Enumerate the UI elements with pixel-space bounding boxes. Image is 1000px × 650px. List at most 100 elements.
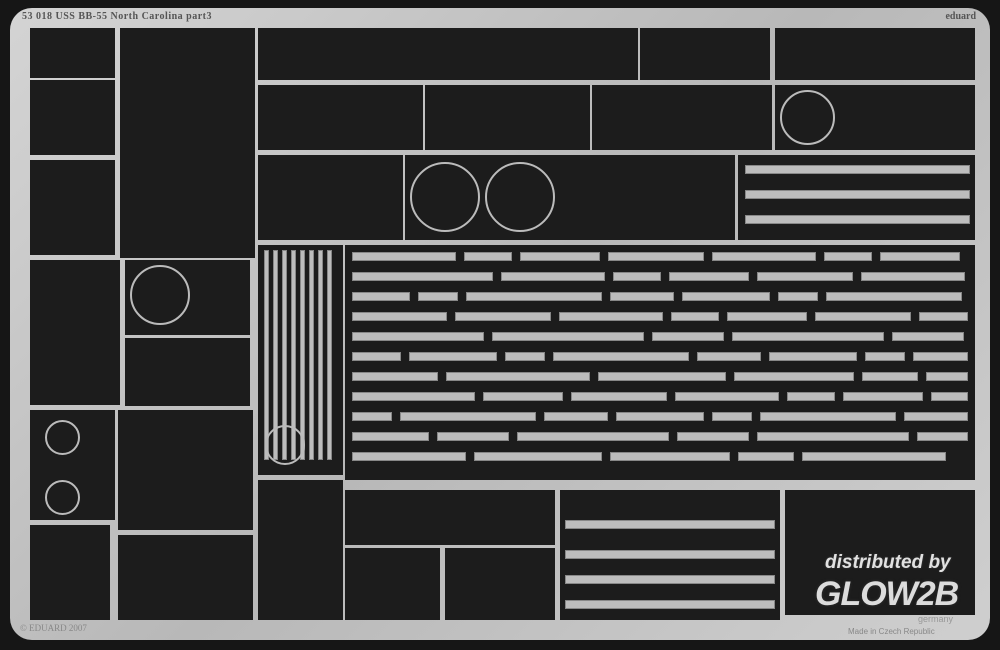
railing-part: [931, 392, 968, 401]
railing-part: [738, 452, 794, 461]
railing-part: [712, 412, 752, 421]
parts-panel: [345, 490, 555, 545]
round-part: [45, 480, 80, 515]
round-part: [265, 425, 305, 465]
watermark-country: germany: [918, 614, 954, 624]
watermark-logo: GLOW2B: [815, 575, 959, 613]
railing-part: [464, 252, 512, 261]
parts-panel: [258, 85, 423, 150]
railing-part: [455, 312, 551, 321]
brand-label: eduard: [945, 11, 976, 22]
railing-part: [352, 432, 429, 441]
railing-part: [352, 272, 493, 281]
parts-panel: [785, 490, 975, 615]
railing-part: [352, 392, 475, 401]
railing-part: [352, 292, 410, 301]
parts-panel: [30, 260, 120, 405]
railing-part: [437, 432, 509, 441]
railing-part: [880, 252, 960, 261]
railing-part: [352, 252, 456, 261]
railing-part: [517, 432, 669, 441]
railing-part: [616, 412, 704, 421]
railing-part: [559, 312, 663, 321]
railing-part: [732, 332, 884, 341]
parts-panel: [125, 338, 250, 406]
railing-part: [904, 412, 968, 421]
ladder-part: [264, 250, 269, 460]
parts-panel: [30, 160, 115, 255]
parts-panel: [345, 548, 440, 620]
railing-part: [865, 352, 905, 361]
railing-part: [565, 550, 775, 559]
parts-panel: [258, 480, 343, 620]
parts-panel: [775, 28, 975, 80]
railing-part: [520, 252, 600, 261]
parts-panel: [118, 410, 253, 530]
railing-part: [917, 432, 968, 441]
railing-part: [571, 392, 667, 401]
ladder-part: [318, 250, 323, 460]
parts-panel: [258, 28, 638, 80]
ladder-part: [309, 250, 314, 460]
round-part: [45, 420, 80, 455]
railing-part: [474, 452, 602, 461]
railing-part: [757, 272, 853, 281]
railing-part: [610, 452, 730, 461]
railing-part: [505, 352, 545, 361]
railing-part: [677, 432, 749, 441]
parts-panel: [120, 28, 255, 258]
railing-part: [913, 352, 968, 361]
railing-part: [400, 412, 536, 421]
railing-part: [565, 520, 775, 529]
railing-part: [671, 312, 719, 321]
railing-part: [501, 272, 605, 281]
railing-part: [608, 252, 704, 261]
railing-part: [712, 252, 816, 261]
ladder-part: [327, 250, 332, 460]
railing-part: [926, 372, 968, 381]
parts-panel: [30, 525, 110, 620]
parts-panel: [30, 80, 115, 155]
railing-part: [352, 372, 438, 381]
railing-part: [892, 332, 964, 341]
railing-part: [352, 332, 484, 341]
railing-part: [565, 600, 775, 609]
made-in-label: Made in Czech Republic: [848, 627, 935, 636]
ladder-part: [300, 250, 305, 460]
railing-part: [745, 165, 970, 174]
railing-part: [565, 575, 775, 584]
railing-part: [802, 452, 946, 461]
railing-part: [824, 252, 872, 261]
railing-part: [466, 292, 602, 301]
railing-part: [787, 392, 835, 401]
railing-part: [734, 372, 854, 381]
railing-part: [675, 392, 779, 401]
round-part: [485, 162, 555, 232]
round-part: [410, 162, 480, 232]
parts-panel: [118, 535, 253, 620]
railing-part: [418, 292, 458, 301]
railing-part: [652, 332, 724, 341]
fret-title: 53 018 USS BB-55 North Carolina part3: [22, 11, 212, 22]
railing-part: [727, 312, 807, 321]
railing-part: [598, 372, 726, 381]
railing-part: [669, 272, 749, 281]
railing-part: [862, 372, 918, 381]
railing-part: [446, 372, 590, 381]
round-part: [130, 265, 190, 325]
railing-part: [613, 272, 661, 281]
railing-part: [352, 352, 401, 361]
parts-panel: [425, 85, 590, 150]
railing-part: [483, 392, 563, 401]
railing-part: [745, 215, 970, 224]
railing-part: [352, 412, 392, 421]
copyright-label: © EDUARD 2007: [20, 623, 87, 633]
railing-part: [843, 392, 923, 401]
railing-part: [682, 292, 770, 301]
railing-part: [757, 432, 909, 441]
parts-panel: [445, 548, 555, 620]
round-part: [780, 90, 835, 145]
railing-part: [697, 352, 761, 361]
railing-part: [778, 292, 818, 301]
railing-part: [815, 312, 911, 321]
